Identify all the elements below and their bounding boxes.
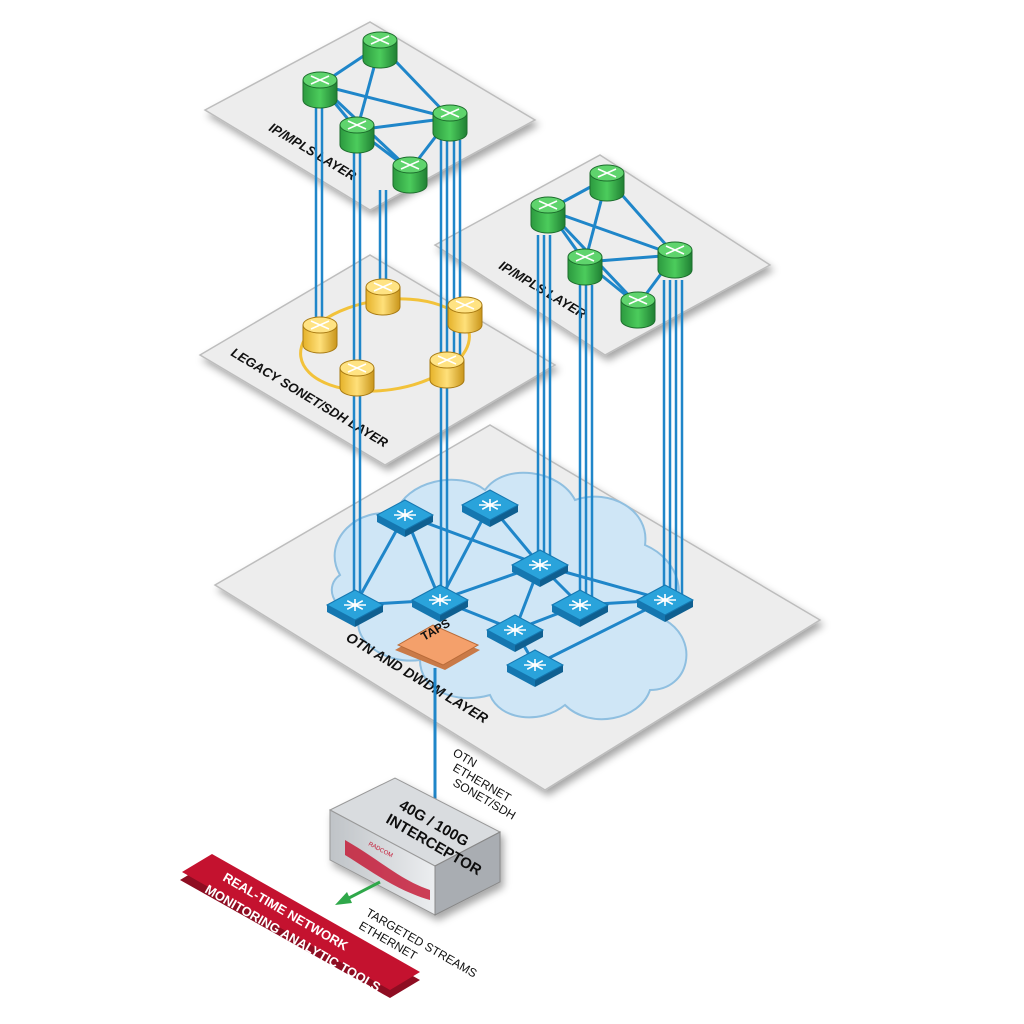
optical-switch-icon bbox=[325, 589, 385, 627]
otn-switches bbox=[325, 489, 695, 687]
router-icon bbox=[530, 196, 566, 234]
taps-box: TAPS bbox=[395, 616, 480, 670]
router-icon bbox=[589, 164, 625, 202]
optical-switch-icon bbox=[410, 584, 470, 622]
ip-routers bbox=[302, 31, 693, 329]
sonet-node-icon bbox=[447, 296, 483, 334]
router-icon bbox=[362, 31, 398, 69]
router-icon bbox=[657, 241, 693, 279]
router-icon bbox=[339, 116, 375, 154]
optical-switch-icon bbox=[375, 499, 435, 537]
otn-plane: OTN AND DWDM LAYER bbox=[213, 424, 822, 791]
stream-arrow bbox=[335, 880, 381, 905]
optical-switch-icon bbox=[505, 649, 565, 687]
optical-switch-icon bbox=[635, 584, 695, 622]
optical-switch-icon bbox=[460, 489, 520, 527]
optical-switch-icon bbox=[550, 589, 610, 627]
sonet-node-icon bbox=[339, 359, 375, 397]
optical-switch-icon bbox=[485, 614, 545, 652]
interceptor-appliance: 40G / 100G INTERCEPTOR RADCOM bbox=[328, 777, 502, 916]
sonet-nodes bbox=[302, 278, 483, 397]
router-icon bbox=[432, 104, 468, 142]
router-icon bbox=[620, 291, 656, 329]
router-icon bbox=[302, 71, 338, 109]
sonet-node-icon bbox=[429, 351, 465, 389]
router-icon bbox=[392, 156, 428, 194]
sonet-node-icon bbox=[302, 316, 338, 354]
router-icon bbox=[567, 248, 603, 286]
sonet-node-icon bbox=[365, 278, 401, 316]
optical-switch-icon bbox=[510, 549, 570, 587]
